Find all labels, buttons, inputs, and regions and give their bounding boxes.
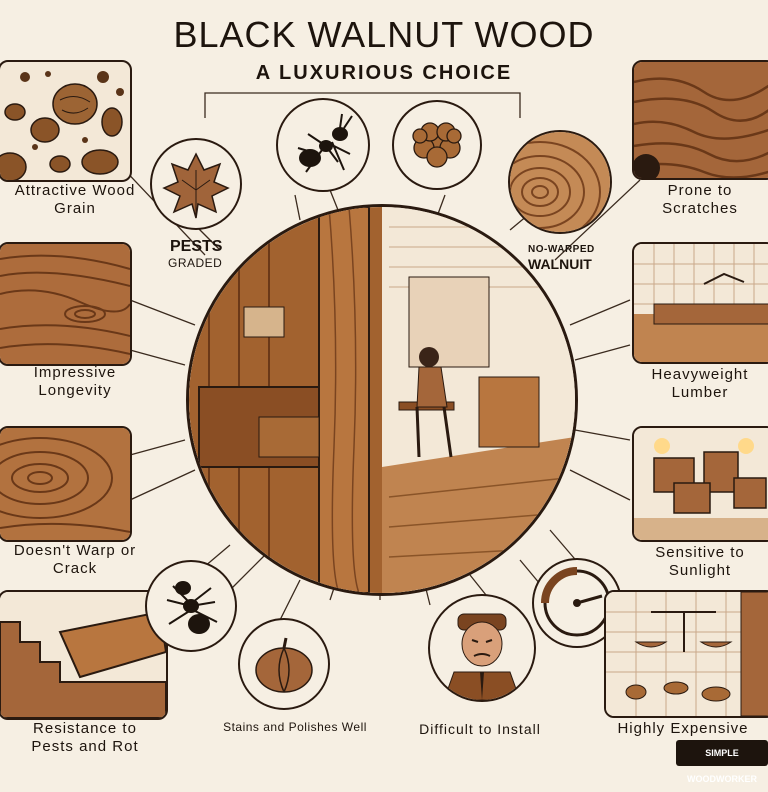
- scratched-wood-illustration: [634, 62, 768, 178]
- walnuts-panel: [0, 60, 132, 182]
- wood-blocks-illustration: [634, 428, 768, 540]
- gauge-circle: [532, 558, 622, 648]
- logo-text: SIMPLE WOODWORKER: [687, 748, 757, 784]
- walnut-pods-circle: [392, 100, 482, 190]
- ant-icon-bottom: [166, 581, 218, 634]
- walnut-cluster-icon: [412, 122, 462, 168]
- page-subtitle: A LUXURIOUS CHOICE: [255, 62, 513, 84]
- label-expensive: Highly Expensive: [617, 720, 749, 737]
- leaf-icon: [162, 152, 230, 219]
- grain-knot-circle: [508, 130, 612, 234]
- ant-circle-bottom: [145, 560, 237, 652]
- page-title: BLACK WALNUT WOOD: [173, 14, 595, 55]
- ant-circle-top: [276, 98, 370, 192]
- grain-panel-no-warp: [0, 426, 132, 542]
- stairs-illustration: [0, 592, 166, 718]
- frustrated-worker-icon: [443, 613, 521, 700]
- grain-panel-longevity: [0, 242, 132, 366]
- wood-grain-texture: [0, 244, 130, 364]
- tag-no-warped: NO-WARPED: [528, 244, 595, 255]
- ant-icon: [297, 113, 353, 173]
- walnuts-illustration: [0, 71, 124, 180]
- scale-and-wood-illustration: [606, 592, 768, 716]
- tag-pests: PESTS: [170, 238, 223, 255]
- scratches-panel: [632, 60, 768, 180]
- label-install: Difficult to Install: [419, 721, 541, 737]
- stairs-panel: [0, 590, 168, 720]
- expensive-panel: [604, 590, 768, 718]
- leaf-circle: [150, 138, 242, 230]
- logo: SIMPLE WOODWORKER: [676, 740, 768, 784]
- tag-graded: GRADED: [168, 256, 223, 270]
- sunlight-panel: [632, 426, 768, 542]
- tag-walnuit: WALNUIT: [528, 256, 592, 272]
- wood-grain-texture-2: [0, 428, 130, 540]
- pumpkin-circle: [238, 618, 330, 710]
- central-scene: [186, 204, 578, 596]
- heavy-lumber-panel: [632, 242, 768, 364]
- lumber-room-illustration: [634, 244, 768, 362]
- workshop-scene-illustration: [189, 207, 575, 593]
- pumpkin-icon: [255, 637, 313, 693]
- wood-grain-icon: [510, 132, 610, 232]
- label-stains: Stains and Polishes Well: [223, 720, 367, 734]
- frustrated-man-circle: [428, 594, 536, 702]
